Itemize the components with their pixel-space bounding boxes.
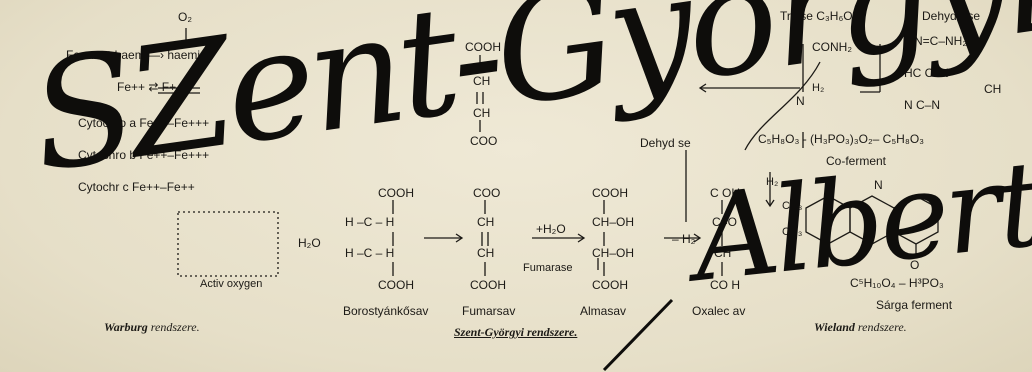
fumaric-ch1: CH xyxy=(477,215,495,229)
conh2-label: CONH₂ xyxy=(812,40,852,54)
ring-n: N C–N xyxy=(904,98,941,112)
ring-top: N=C–NH₂ xyxy=(914,34,968,48)
h2o-label: H₂O xyxy=(298,236,321,250)
fe-pair-label: Fe++ ⇄ F+ + xyxy=(117,80,187,94)
warburg-caption-name: Warburg xyxy=(104,320,148,334)
fumaric-cooh-top: COO xyxy=(473,186,501,200)
plus-h2o-label: +H₂O xyxy=(536,222,566,236)
malic-choh2: CH–OH xyxy=(592,246,635,260)
ch3b-label: CH₃ xyxy=(782,226,803,238)
malic-choh1: CH–OH xyxy=(592,215,635,229)
dehydrase-label: Dehyd se xyxy=(640,136,691,150)
ring-hc: HC C–N xyxy=(904,66,949,80)
oxal-co: C=O xyxy=(712,215,738,229)
coferment-label: Co-ferment xyxy=(826,154,887,168)
succinic-cooh-top: COOH xyxy=(378,186,414,200)
wieland-caption-name: Wieland xyxy=(814,320,855,334)
fumarase-label: Fumarase xyxy=(523,262,573,274)
o-label: O xyxy=(910,258,920,272)
wieland-caption-rest: rendszere. xyxy=(857,320,907,334)
szent-gyorgyi-caption: Szent-Györgyi rendszere. xyxy=(454,325,578,339)
bottom-formula: C⁵H₁₀O₄ – H³PO₃ xyxy=(850,276,944,290)
dehydrase-right-label: Dehydrase xyxy=(922,9,981,23)
succinic-h2: H –C – H xyxy=(345,246,395,260)
coo-top: COO xyxy=(470,134,498,148)
fumaric-ch2: CH xyxy=(477,246,495,260)
warburg-caption: Warburg rendszere. xyxy=(104,320,200,335)
cooh-top: COOH xyxy=(465,40,501,54)
oxal-ch: CH xyxy=(714,246,732,260)
ring-ch: CH xyxy=(984,82,1002,96)
malic-cooh-bottom: COOH xyxy=(592,278,628,292)
label-oxaloacetic: Oxalec av xyxy=(692,304,746,318)
fumaric-cooh-bottom: COOH xyxy=(470,278,506,292)
wieland-caption: Wieland rendszere. xyxy=(814,320,907,335)
succinic-cooh-bottom: COOH xyxy=(378,278,414,292)
label-malic: Almasav xyxy=(580,304,627,318)
wieland-formula: C₅H₈O₃ - (H₃PO₃)₃O₂– C₅H₈O₃ xyxy=(758,132,925,146)
oxal-cooh-top: C OH xyxy=(710,186,740,200)
label-fumaric: Fumarsav xyxy=(462,304,516,318)
triose-label: Triose C₃H₆O₃ xyxy=(780,9,858,23)
n-label: N xyxy=(796,94,805,108)
minus-h2-label: – H₂ xyxy=(672,232,696,246)
ch3a-label: CH₃ xyxy=(782,200,803,212)
cytochrome-b-label: Cytochro b Fe++–Fe+++ xyxy=(78,148,210,162)
activ-oxygen-label: Activ oxygen xyxy=(200,278,263,290)
label-succinic: Borostyánkősav xyxy=(343,304,429,318)
sarga-ferment-label: Sárga ferment xyxy=(876,298,953,312)
ch-2: CH xyxy=(473,106,491,120)
dotted-box xyxy=(177,211,279,277)
ch-1: CH xyxy=(473,74,491,88)
arrow-curve-up xyxy=(744,61,821,151)
n2-label: N xyxy=(874,178,883,192)
h2-label: H₂ xyxy=(812,82,825,94)
o2-label: O₂ xyxy=(178,10,192,24)
cytochrome-a-label: Cytochro a Fe++–Fe+++ xyxy=(78,116,210,130)
ferment-haem-label: Ferment-haem —› haemin xyxy=(66,48,207,62)
malic-cooh-top: COOH xyxy=(592,186,628,200)
warburg-caption-rest: rendszere. xyxy=(150,320,200,334)
oxal-cooh-bottom: CO H xyxy=(710,278,740,292)
h2b-label: H₂ xyxy=(766,176,779,188)
cytochrome-c-label: Cytochr c Fe++–Fe++ xyxy=(78,180,195,194)
succinic-h1: H –C – H xyxy=(345,215,395,229)
